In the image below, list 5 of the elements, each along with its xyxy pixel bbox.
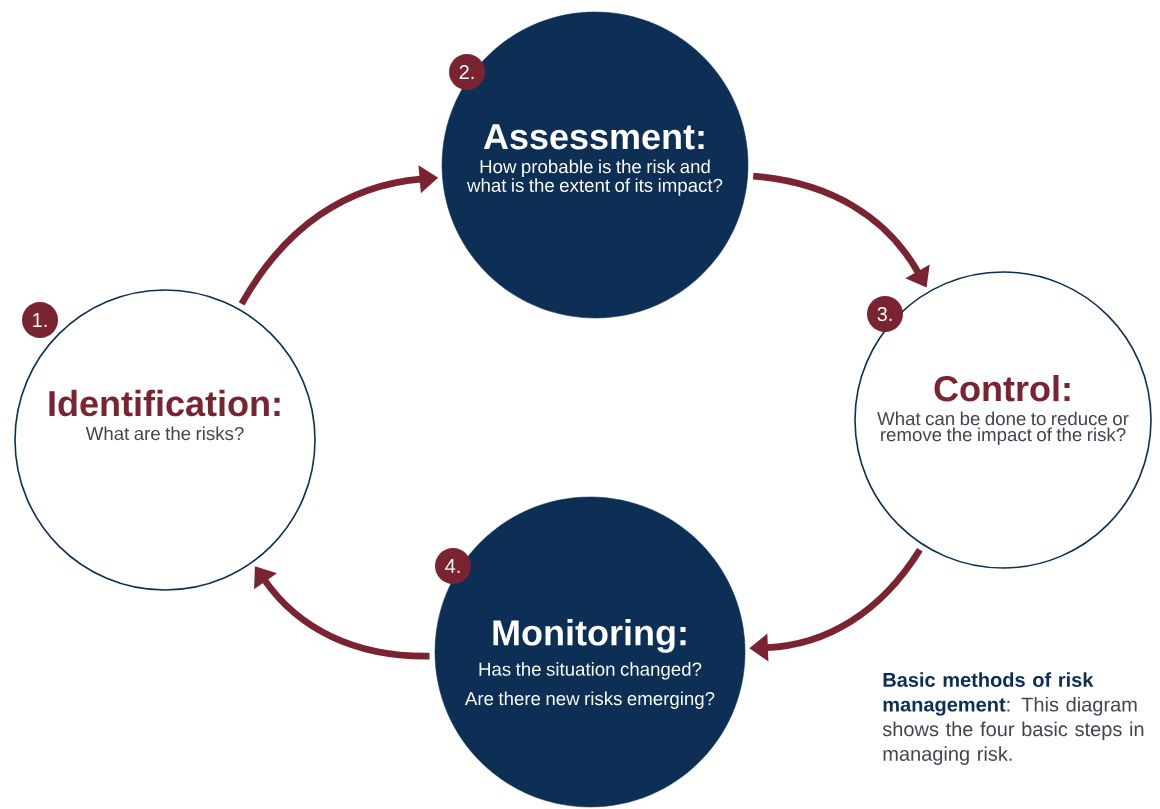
- number-badge: 2.: [449, 54, 485, 90]
- number-badge: 1.: [22, 302, 58, 338]
- number-badge: 4.: [435, 548, 471, 584]
- caption: Basic methods of risk management: This diagram shows the four basic steps in managing risk.: [882, 672, 1144, 765]
- number-badge: 3.: [867, 296, 903, 332]
